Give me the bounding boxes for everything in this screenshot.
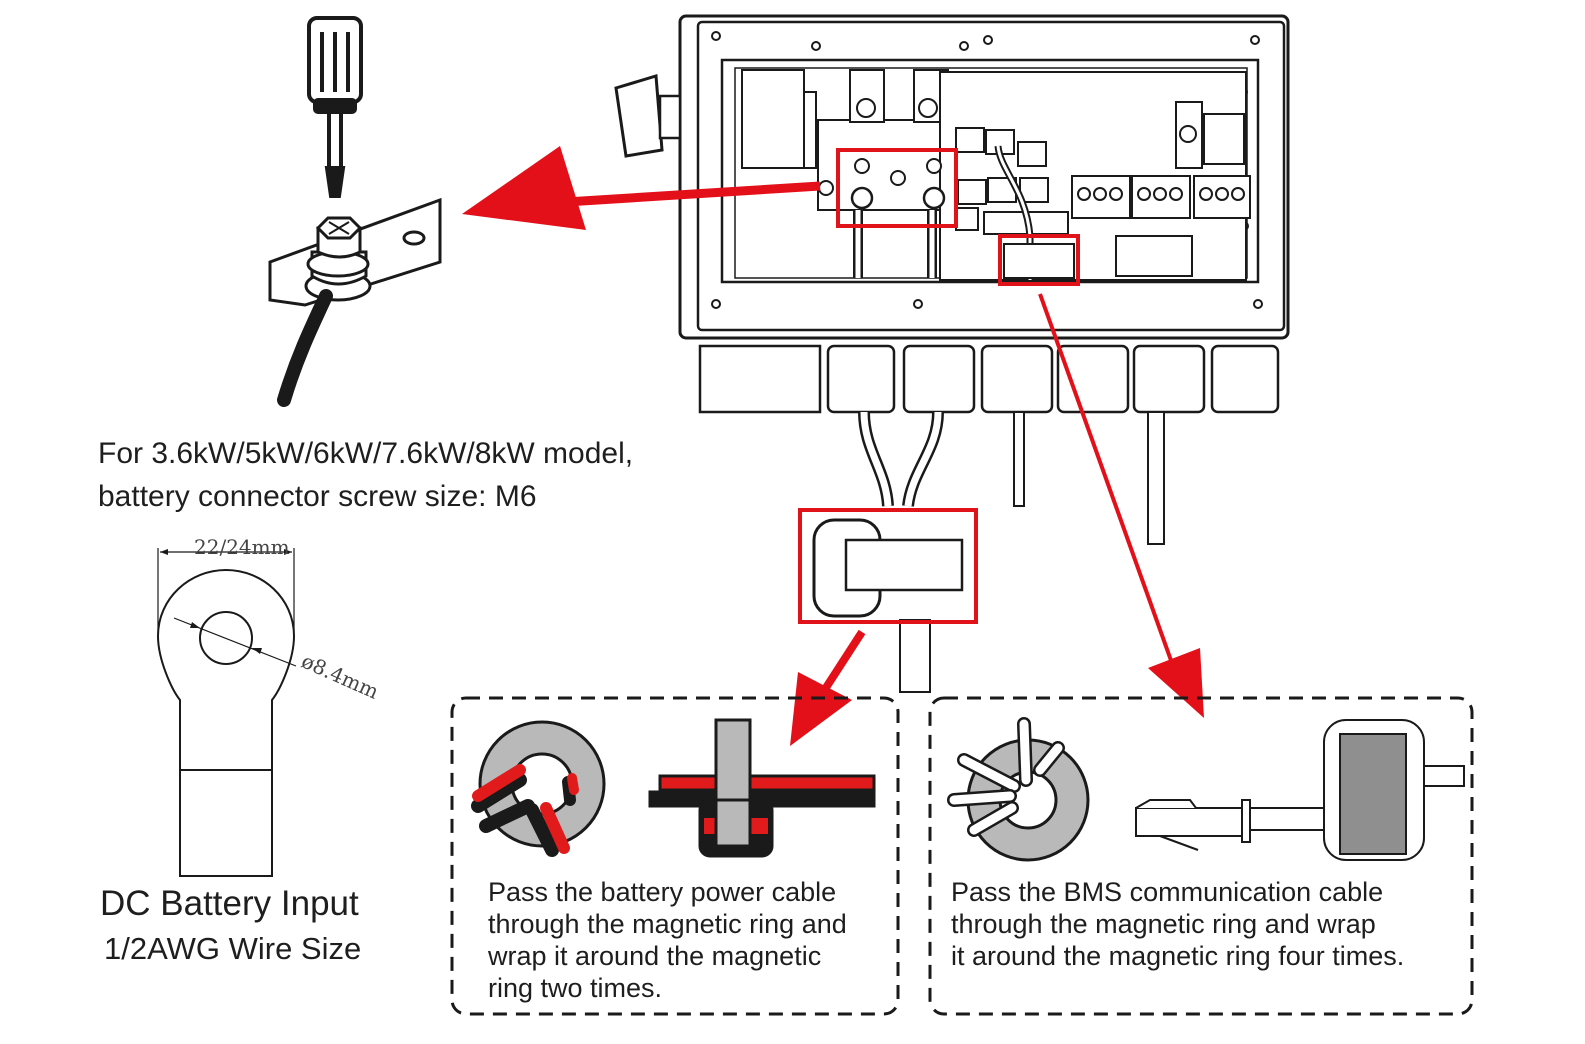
inverter-enclosure bbox=[614, 14, 1290, 693]
callout-arrows bbox=[462, 146, 1204, 746]
bms-ring-panel bbox=[928, 696, 1474, 1016]
highlight-boxes bbox=[798, 148, 1080, 624]
arrow-to-bolt bbox=[565, 181, 821, 207]
bms-ferrite-ring-icon bbox=[947, 717, 1090, 862]
lug-title: DC Battery Input bbox=[100, 884, 359, 923]
bolt-icon bbox=[304, 216, 372, 302]
ring-terminal-icon bbox=[156, 548, 297, 877]
arrow-to-bms-ring bbox=[1038, 293, 1180, 681]
rj45-plug-icon bbox=[1135, 719, 1465, 861]
model-line-1: For 3.6kW/5kW/6kW/7.6kW/8kW model, bbox=[98, 437, 634, 470]
ferrite-ring-icon bbox=[471, 720, 606, 857]
battery-ring-caption: Pass the battery power cable through the… bbox=[488, 877, 847, 1003]
wrapped-battery-cable-icon bbox=[648, 718, 876, 858]
battery-ring-panel bbox=[450, 696, 900, 1016]
lug-width-label: 22/24mm bbox=[194, 535, 290, 559]
screwdriver-icon bbox=[307, 16, 363, 198]
battery-cable-lug bbox=[277, 289, 333, 407]
model-screw-note: For 3.6kW/5kW/6kW/7.6kW/8kW model, batter… bbox=[98, 432, 633, 518]
model-line-2: battery connector screw size: M6 bbox=[98, 480, 537, 513]
bms-ring-caption: Pass the BMS communication cable through… bbox=[951, 877, 1405, 971]
lug-subtitle: 1/2AWG Wire Size bbox=[104, 931, 362, 966]
lug-hole-label: ø8.4mm bbox=[298, 649, 383, 704]
